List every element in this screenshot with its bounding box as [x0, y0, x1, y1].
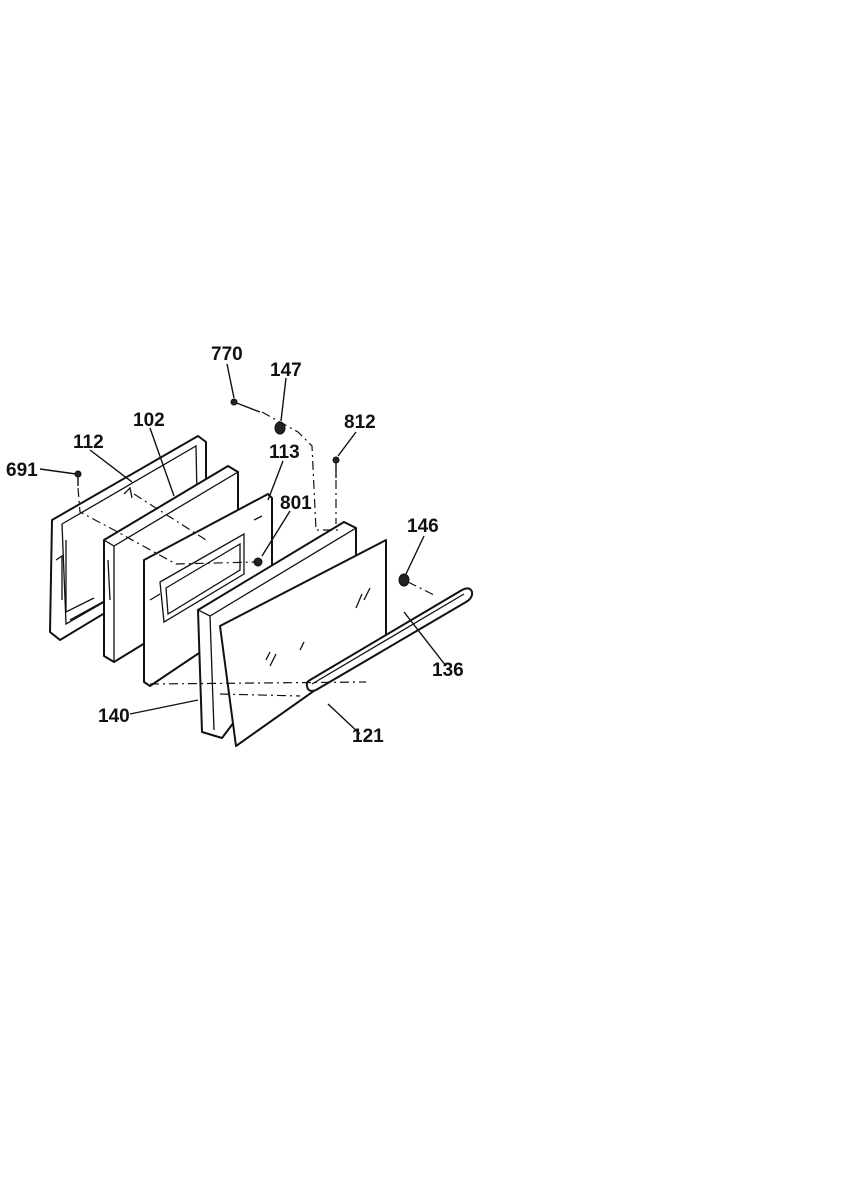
- callout-121: 121: [352, 726, 384, 747]
- glass-reflection-marks: [265, 587, 371, 667]
- callout-801: 801: [280, 493, 312, 514]
- callout-146: 146: [407, 516, 439, 537]
- callout-691: 691: [6, 460, 38, 481]
- callout-102: 102: [133, 410, 165, 431]
- callout-112: 112: [73, 432, 104, 453]
- part-136-handle: [305, 587, 474, 692]
- leader-lines: [39, 363, 447, 735]
- callout-147: 147: [270, 360, 302, 381]
- callout-812: 812: [344, 412, 376, 433]
- assembly-lines: [77, 411, 437, 697]
- callout-labels: 770 147 102 812 112 113 691 801 146 136 …: [6, 344, 464, 747]
- callout-136: 136: [432, 660, 464, 681]
- screw-770: [230, 398, 261, 413]
- screw-812: [332, 456, 340, 478]
- spacer-146: [398, 573, 410, 587]
- callout-113: 113: [269, 442, 300, 463]
- callout-140: 140: [98, 706, 130, 727]
- screw-691: [74, 470, 82, 486]
- callout-770: 770: [211, 344, 243, 365]
